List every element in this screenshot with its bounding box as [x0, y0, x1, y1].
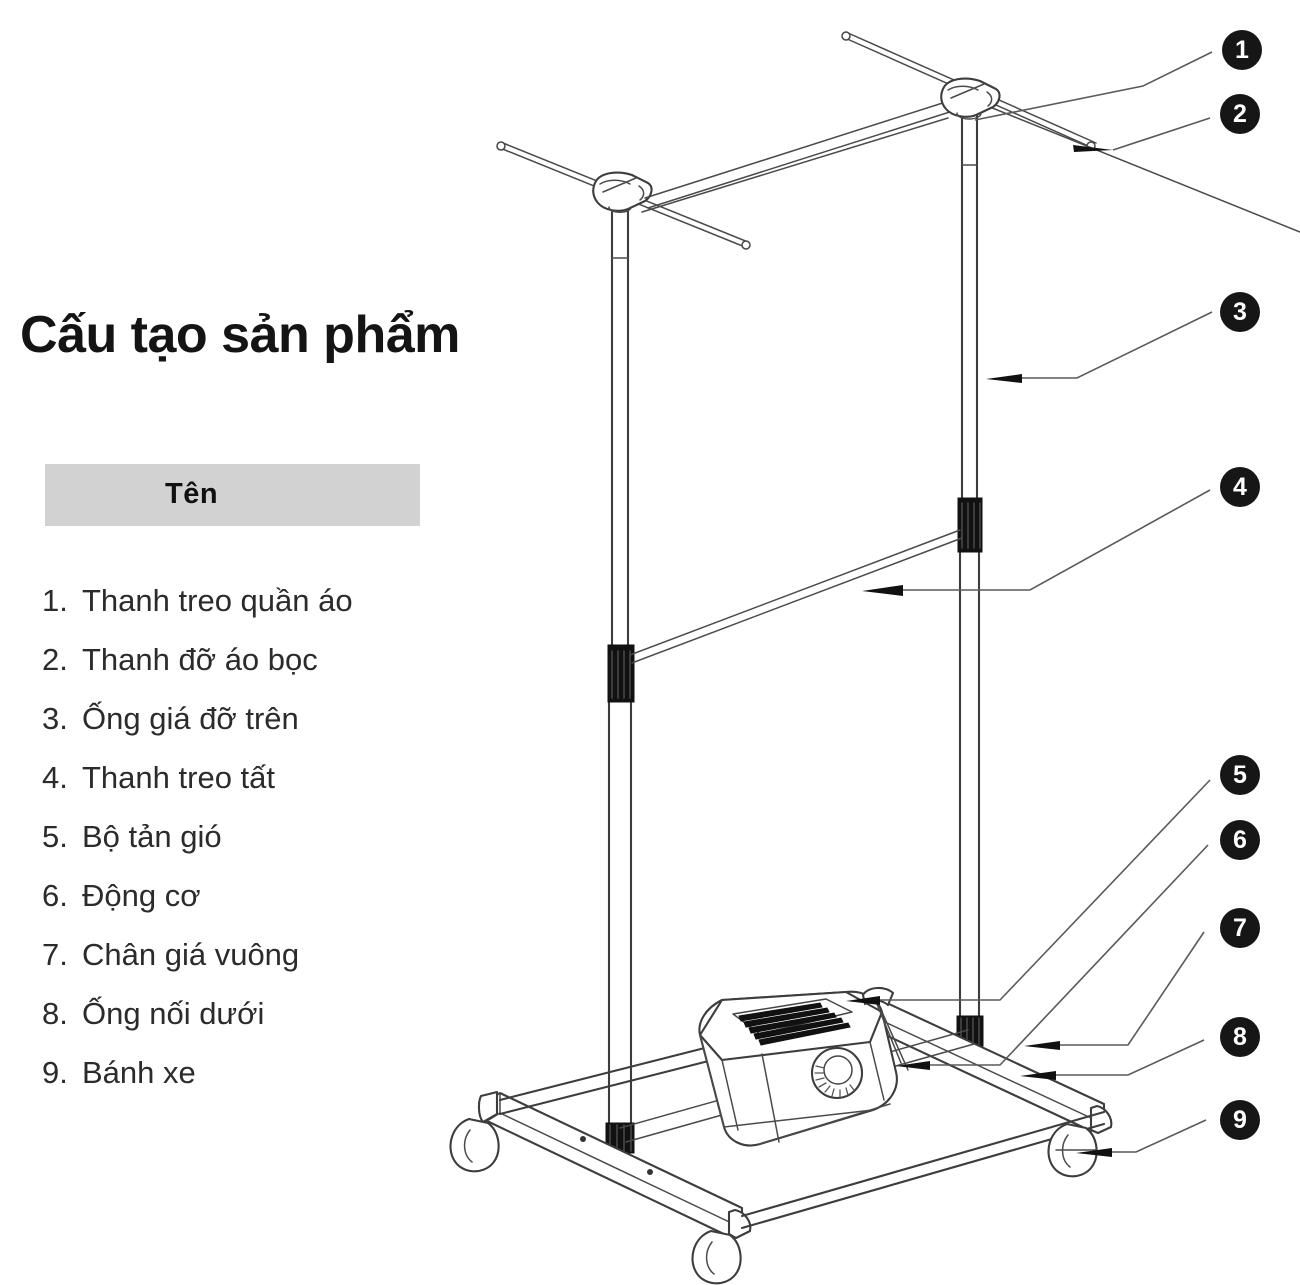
- list-item-number: 6.: [42, 878, 68, 913]
- list-item-number: 5.: [42, 819, 68, 854]
- list-item-label: Ống nối dưới: [82, 996, 265, 1031]
- list-item-label: Thanh đỡ áo bọc: [82, 642, 318, 677]
- base-frame: [477, 994, 1113, 1240]
- right-top-joint: [841, 31, 1300, 233]
- name-column-header-label: Tên: [165, 478, 219, 510]
- list-item-label: Chân giá vuông: [82, 937, 300, 972]
- list-item: 7. Chân giá vuông: [30, 937, 500, 996]
- name-column-header: Tên: [45, 464, 420, 526]
- caster-wheel: [449, 1117, 500, 1173]
- upper-support-rail: [641, 99, 957, 213]
- caster-wheel: [691, 1229, 742, 1285]
- list-item: 5. Bộ tản gió: [30, 819, 500, 878]
- callout-badge-5[interactable]: 5: [1220, 755, 1260, 795]
- callout-badge-9[interactable]: 9: [1220, 1100, 1260, 1140]
- callout-badge-8[interactable]: 8: [1220, 1017, 1260, 1057]
- right-pole: [957, 110, 983, 1022]
- list-item-number: 4.: [42, 760, 68, 795]
- left-top-joint: [496, 141, 751, 250]
- sock-hanging-bar: [629, 529, 963, 664]
- list-item-label: Ống giá đỡ trên: [82, 701, 299, 736]
- list-item-label: Thanh treo quần áo: [82, 583, 353, 618]
- callout-badge-1[interactable]: 1: [1222, 30, 1262, 70]
- list-item-number: 2.: [42, 642, 68, 677]
- caster-wheel: [1047, 1122, 1098, 1178]
- list-item-number: 8.: [42, 996, 68, 1031]
- page-title: Cấu tạo sản phẩm: [20, 306, 460, 364]
- list-item-number: 7.: [42, 937, 68, 972]
- list-item: 8. Ống nối dưới: [30, 996, 500, 1055]
- callout-badge-4[interactable]: 4: [1220, 467, 1260, 507]
- parts-list: 1. Thanh treo quần áo 2. Thanh đỡ áo bọc…: [30, 583, 500, 1114]
- callout-leader-lines: [846, 51, 1213, 1157]
- air-diffuser-vents: [732, 998, 853, 1046]
- callout-badge-7[interactable]: 7: [1220, 908, 1260, 948]
- list-item-number: 3.: [42, 701, 68, 736]
- list-item-number: 9.: [42, 1055, 68, 1090]
- left-pole: [607, 203, 635, 1152]
- list-item: 9. Bánh xe: [30, 1055, 500, 1114]
- control-dial: [810, 1046, 864, 1100]
- list-item-number: 1.: [42, 583, 68, 618]
- list-item-label: Bộ tản gió: [82, 819, 222, 854]
- motor-blower-unit: [698, 986, 909, 1147]
- callout-badge-2[interactable]: 2: [1220, 94, 1260, 134]
- list-item-label: Thanh treo tất: [82, 760, 276, 795]
- list-item: 4. Thanh treo tất: [30, 760, 500, 819]
- list-item: 2. Thanh đỡ áo bọc: [30, 642, 500, 701]
- list-item-label: Động cơ: [82, 878, 201, 913]
- callout-badge-3[interactable]: 3: [1220, 292, 1260, 332]
- callout-badge-6[interactable]: 6: [1220, 820, 1260, 860]
- list-item: 6. Động cơ: [30, 878, 500, 937]
- list-item: 1. Thanh treo quần áo: [30, 583, 500, 642]
- list-item-label: Bánh xe: [82, 1055, 196, 1090]
- list-item: 3. Ống giá đỡ trên: [30, 701, 500, 760]
